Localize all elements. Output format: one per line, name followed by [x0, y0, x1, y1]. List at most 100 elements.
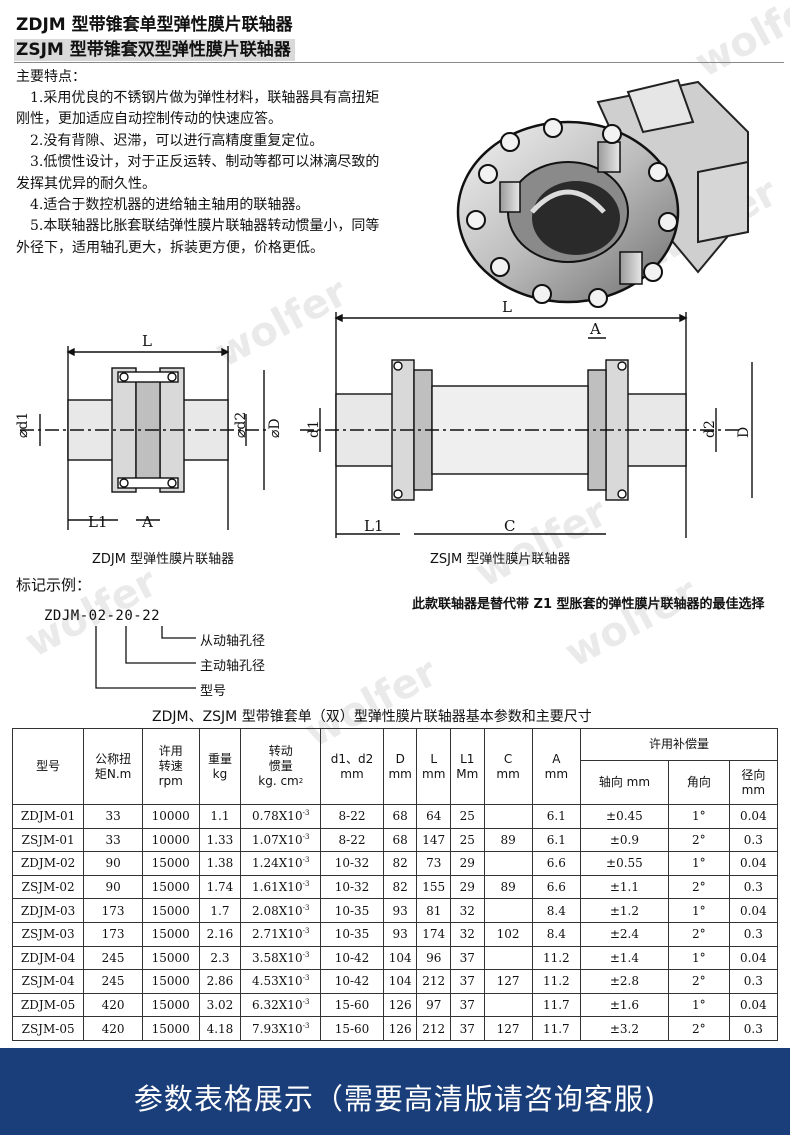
replacement-note: 此款联轴器是替代带 Z1 型胀套的弹性膜片联轴器的最佳选择: [412, 597, 765, 612]
table-cell: 15000: [141, 1016, 200, 1041]
feature-item: 5.本联轴器比胀套联结弹性膜片联轴器转动惯量小，同等外径下，适用轴孔更大，拆装更…: [16, 218, 380, 256]
table-cell: 126: [382, 992, 418, 1018]
table-cell: ZDJM-04: [11, 945, 85, 971]
table-cell: 8-22: [320, 804, 384, 829]
table-cell: ±2.8: [579, 969, 669, 994]
marking-label-driven: 从动轴孔径: [200, 634, 266, 649]
footer-banner-text: 参数表格展示（需要高清版请咨询客服): [133, 1082, 657, 1116]
table-cell: 1°: [667, 804, 730, 829]
table-cell: 1.7: [198, 898, 242, 923]
table-cell: 37: [449, 969, 485, 994]
table-cell: 2.3: [198, 945, 242, 971]
table-cell: 32: [449, 898, 485, 923]
table-cell: ZDJM-01: [11, 804, 85, 829]
table-cell: 6.6: [531, 851, 581, 876]
table-cell: 0.3: [728, 921, 779, 947]
footer-banner: [0, 1048, 790, 1135]
table-cell: 37: [449, 992, 485, 1018]
table-cell: 11.7: [531, 1016, 581, 1041]
features-heading: 主要特点：: [16, 69, 86, 85]
table-cell: 420: [83, 1016, 143, 1041]
table-cell: 8-22: [320, 827, 384, 853]
table-cell: ZSJM-05: [11, 1016, 85, 1041]
table-cell: 173: [83, 921, 143, 947]
page-title-zsjm: ZSJM 型带锥套双型弹性膜片联轴器: [14, 39, 295, 61]
table-cell: 6.32X10-3: [240, 992, 322, 1018]
table-cell: 1°: [667, 851, 730, 876]
table-cell: ±1.6: [579, 992, 669, 1018]
table-cell: 1.38: [198, 851, 242, 876]
table-cell: ±1.1: [579, 874, 669, 900]
table-cell: 89: [483, 874, 533, 900]
feature-item: 3.低惯性设计，对于正反运转、制动等都可以淋漓尽致的发挥其优异的耐久性。: [16, 154, 380, 192]
table-cell: ±1.4: [579, 945, 669, 971]
table-cell: 10000: [141, 804, 200, 829]
table-cell: 4.53X10-3: [240, 969, 322, 994]
table-cell: 2°: [667, 921, 730, 947]
table-cell: 0.3: [728, 874, 779, 900]
table-cell: 96: [416, 945, 451, 971]
table-cell: 2.16: [198, 921, 242, 947]
table-cell: 37: [449, 945, 485, 971]
table-cell: 3.58X10-3: [240, 945, 322, 971]
table-cell: 1.74: [198, 874, 242, 900]
table-cell: 68: [382, 804, 418, 829]
table-cell: 89: [483, 827, 533, 853]
table-cell: 93: [382, 921, 418, 947]
feature-item: 1.采用优良的不锈钢片做为弹性材料，联轴器具有高扭矩刚性，更加适应自动控制传动的…: [16, 90, 380, 128]
dim-label-L1: L1: [88, 513, 108, 531]
dim-label-L: L: [502, 298, 512, 316]
feature-item: 2.没有背隙、迟滞，可以进行高精度重复定位。: [30, 132, 324, 149]
table-cell: 1.07X10-3: [240, 827, 322, 853]
table-cell: 90: [83, 874, 143, 900]
table-cell: 10-42: [320, 969, 384, 994]
col-axial: 轴向 mm: [579, 760, 669, 805]
table-cell: 1.61X10-3: [240, 874, 322, 900]
table-cell: 11.2: [531, 969, 581, 994]
marking-leader-lines: [95, 626, 196, 689]
table-cell: 33: [83, 827, 143, 853]
table-cell: 1°: [667, 898, 730, 923]
table-cell: 173: [83, 898, 143, 923]
table-cell: 10000: [141, 827, 200, 853]
table-cell: [483, 945, 533, 971]
table-cell: 126: [382, 1016, 418, 1041]
table-cell: 10-32: [320, 851, 384, 876]
table-cell: 15000: [141, 969, 200, 994]
marking-code: ZDJM-02-20-22: [44, 608, 161, 624]
dim-label-d1: d1: [306, 420, 322, 438]
table-cell: 6.1: [531, 827, 581, 853]
table-cell: 32: [449, 921, 485, 947]
table-cell: ZDJM-02: [11, 851, 85, 876]
dim-label-L: L: [142, 332, 152, 350]
caption-zdjm: ZDJM 型弹性膜片联轴器: [92, 552, 235, 567]
table-cell: 2°: [667, 874, 730, 900]
table-cell: 10-32: [320, 874, 384, 900]
table-cell: ±0.9: [579, 827, 669, 853]
table-cell: 212: [416, 1016, 451, 1041]
table-cell: 2°: [667, 827, 730, 853]
table-cell: 1°: [667, 992, 730, 1018]
table-cell: 15-60: [320, 992, 384, 1018]
table-cell: 0.04: [728, 992, 779, 1018]
table-cell: 8.4: [531, 898, 581, 923]
table-cell: 0.78X10-3: [240, 804, 322, 829]
table-cell: ±0.55: [579, 851, 669, 876]
col-model: 型号: [11, 728, 85, 805]
table-cell: 33: [83, 804, 143, 829]
dim-label-L1: L1: [364, 517, 384, 535]
table-cell: 2.86: [198, 969, 242, 994]
table-cell: 73: [416, 851, 451, 876]
table-cell: 0.04: [728, 945, 779, 971]
